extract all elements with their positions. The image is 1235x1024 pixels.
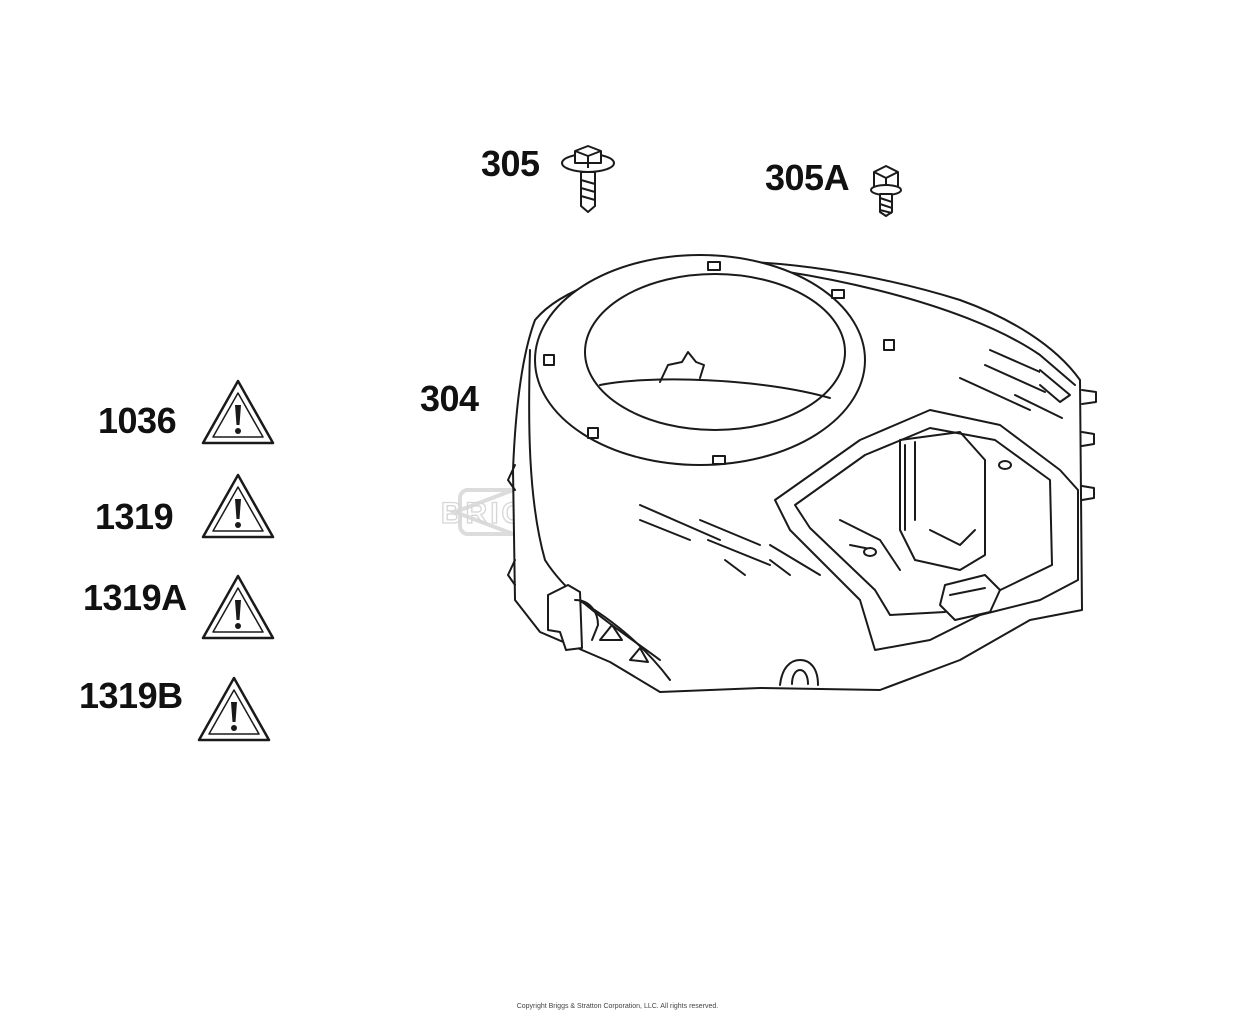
warning-1036-icon — [201, 379, 275, 445]
bolt-305a-icon — [870, 165, 902, 217]
callout-1319a: 1319A — [83, 577, 187, 618]
callout-305a: 305A — [765, 157, 850, 198]
callout-1036: 1036 — [98, 400, 177, 441]
callout-304: 304 — [420, 378, 479, 419]
copyright-footer: Copyright Briggs & Stratton Corporation,… — [516, 1003, 719, 1010]
warning-1319a-icon — [201, 574, 275, 640]
screw-305-icon — [561, 145, 615, 213]
blower-housing-304-icon — [507, 254, 1097, 693]
callout-1319: 1319 — [95, 496, 174, 537]
warning-1319-icon — [201, 473, 275, 539]
warning-1319b-icon — [197, 676, 271, 742]
callout-305: 305 — [481, 143, 540, 184]
callout-1319b: 1319B — [79, 675, 183, 716]
